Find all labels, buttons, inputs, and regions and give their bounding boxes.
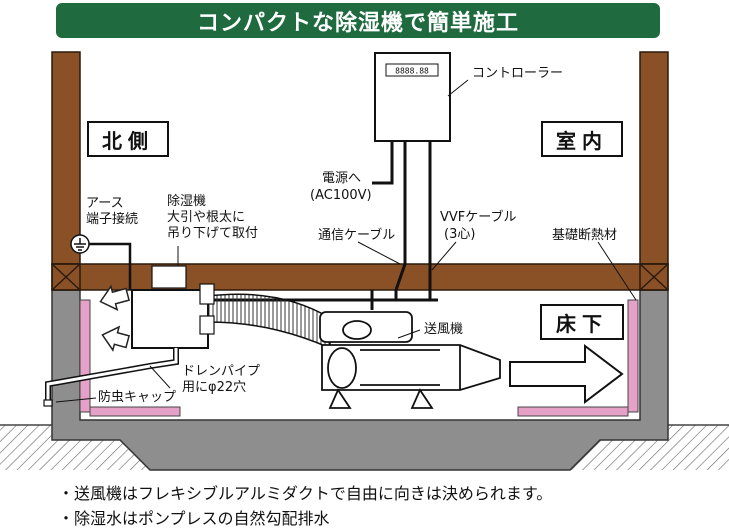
label-vvf-2: (3心) <box>444 227 476 242</box>
room-label-indoor-text: 室内 <box>556 128 608 153</box>
drain-pipe <box>43 348 179 407</box>
dehumidifier-unit <box>131 283 215 349</box>
intake-arrows <box>99 284 130 352</box>
room-label-north: 北側 <box>87 121 169 157</box>
hanging-bracket <box>151 265 187 289</box>
label-dehumidifier-1: 除湿機 <box>167 194 207 209</box>
concrete-foundation <box>51 289 669 471</box>
label-power-2: (AC100V) <box>310 188 372 203</box>
label-power-1: 電源へ <box>322 171 362 186</box>
label-drain-2: 用にφ22穴 <box>182 380 247 395</box>
label-vvf-1: VVFケーブル <box>440 210 517 225</box>
label-blower: 送風機 <box>424 322 464 337</box>
label-dehumidifier-2: 大引や根太に <box>167 210 246 225</box>
label-earth-1: アース <box>86 196 124 211</box>
label-comm-cable: 通信ケーブル <box>318 228 396 243</box>
label-insect-cap: 防虫キャップ <box>98 390 177 405</box>
label-insulation: 基礎断熱材 <box>552 228 618 243</box>
banner-title: コンパクトな除湿機で簡単施工 <box>196 10 519 36</box>
title-banner: コンパクトな除湿機で簡単施工 <box>56 3 660 38</box>
label-drain-1: ドレンパイプ <box>182 364 261 379</box>
note-2: ・除湿水はポンプレスの自然勾配排水 <box>58 509 330 528</box>
blower-unit <box>319 311 501 409</box>
airflow-arrow <box>509 343 624 405</box>
label-controller: コントローラー <box>472 66 564 81</box>
note-1: ・送風機はフレキシブルアルミダクトで自由に向きは決められます。 <box>58 484 553 503</box>
controller-display: 8888.88 <box>395 67 429 76</box>
controller-leader <box>447 79 469 97</box>
blower-leader <box>397 329 421 339</box>
foundation-insulation <box>79 299 639 417</box>
room-label-indoor: 室内 <box>541 121 623 157</box>
earth-ground-icon <box>70 234 132 290</box>
room-label-underfloor: 床下 <box>540 304 624 340</box>
leader-lines <box>55 241 637 403</box>
controller: 8888.88 <box>374 52 451 142</box>
room-label-north-text: 北側 <box>102 128 154 153</box>
flexible-duct <box>207 293 331 350</box>
label-dehumidifier-3: 吊り下げて取付 <box>167 226 259 241</box>
room-label-underfloor-text: 床下 <box>556 311 608 336</box>
label-earth-2: 端子接続 <box>86 212 139 227</box>
